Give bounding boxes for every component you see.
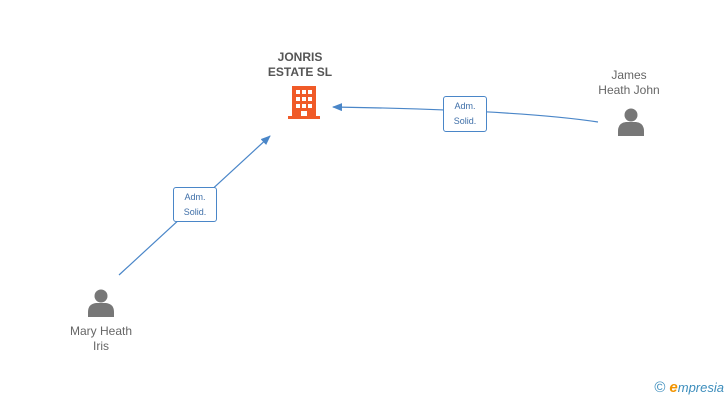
edge-label-line2: Solid. xyxy=(183,207,207,217)
edge-label-line1: Adm. xyxy=(454,101,476,111)
person-label-james[interactable]: James Heath John xyxy=(586,68,672,98)
edge-label-james[interactable]: Adm. Solid. xyxy=(443,96,487,132)
edge-label-line1: Adm. xyxy=(184,192,206,202)
person-label-mary[interactable]: Mary Heath Iris xyxy=(58,324,144,354)
edge-james-to-company xyxy=(332,103,599,123)
person-name-line2: Heath John xyxy=(598,83,660,97)
person-icon[interactable] xyxy=(88,289,114,318)
edge-label-mary[interactable]: Adm. Solid. xyxy=(173,187,217,222)
brand-initial: e xyxy=(669,379,678,396)
copyright-icon: © xyxy=(654,379,666,396)
person-name-line2: Iris xyxy=(93,339,109,353)
brand-name: mpresia xyxy=(677,380,724,395)
company-name-line2: ESTATE SL xyxy=(267,65,333,79)
edge-label-line2: Solid. xyxy=(453,116,477,126)
company-name[interactable]: JONRIS ESTATE SL xyxy=(254,50,346,80)
building-icon[interactable] xyxy=(288,86,320,119)
person-name-line1: Mary Heath xyxy=(69,324,133,338)
brand-logo: © e mpresia xyxy=(654,379,724,396)
person-icon[interactable] xyxy=(618,108,644,137)
company-name-line1: JONRIS xyxy=(277,50,323,64)
person-name-line1: James xyxy=(611,68,647,82)
